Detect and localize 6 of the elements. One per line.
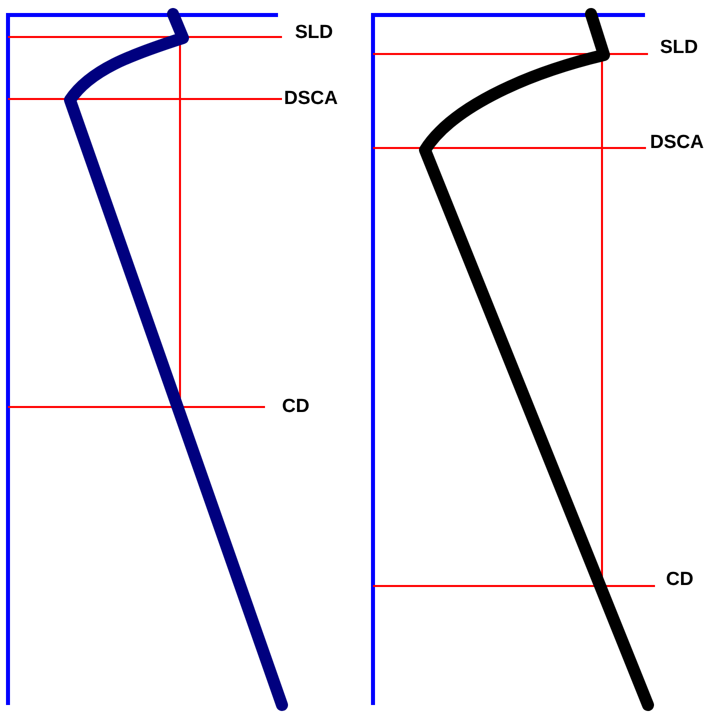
depth-label: DSCA	[284, 88, 338, 110]
depth-label: CD	[666, 569, 694, 591]
depth-label: DSCA	[650, 132, 704, 154]
depth-label: CD	[282, 396, 310, 418]
depth-label: SLD	[295, 22, 333, 44]
depth-label: SLD	[660, 37, 698, 59]
